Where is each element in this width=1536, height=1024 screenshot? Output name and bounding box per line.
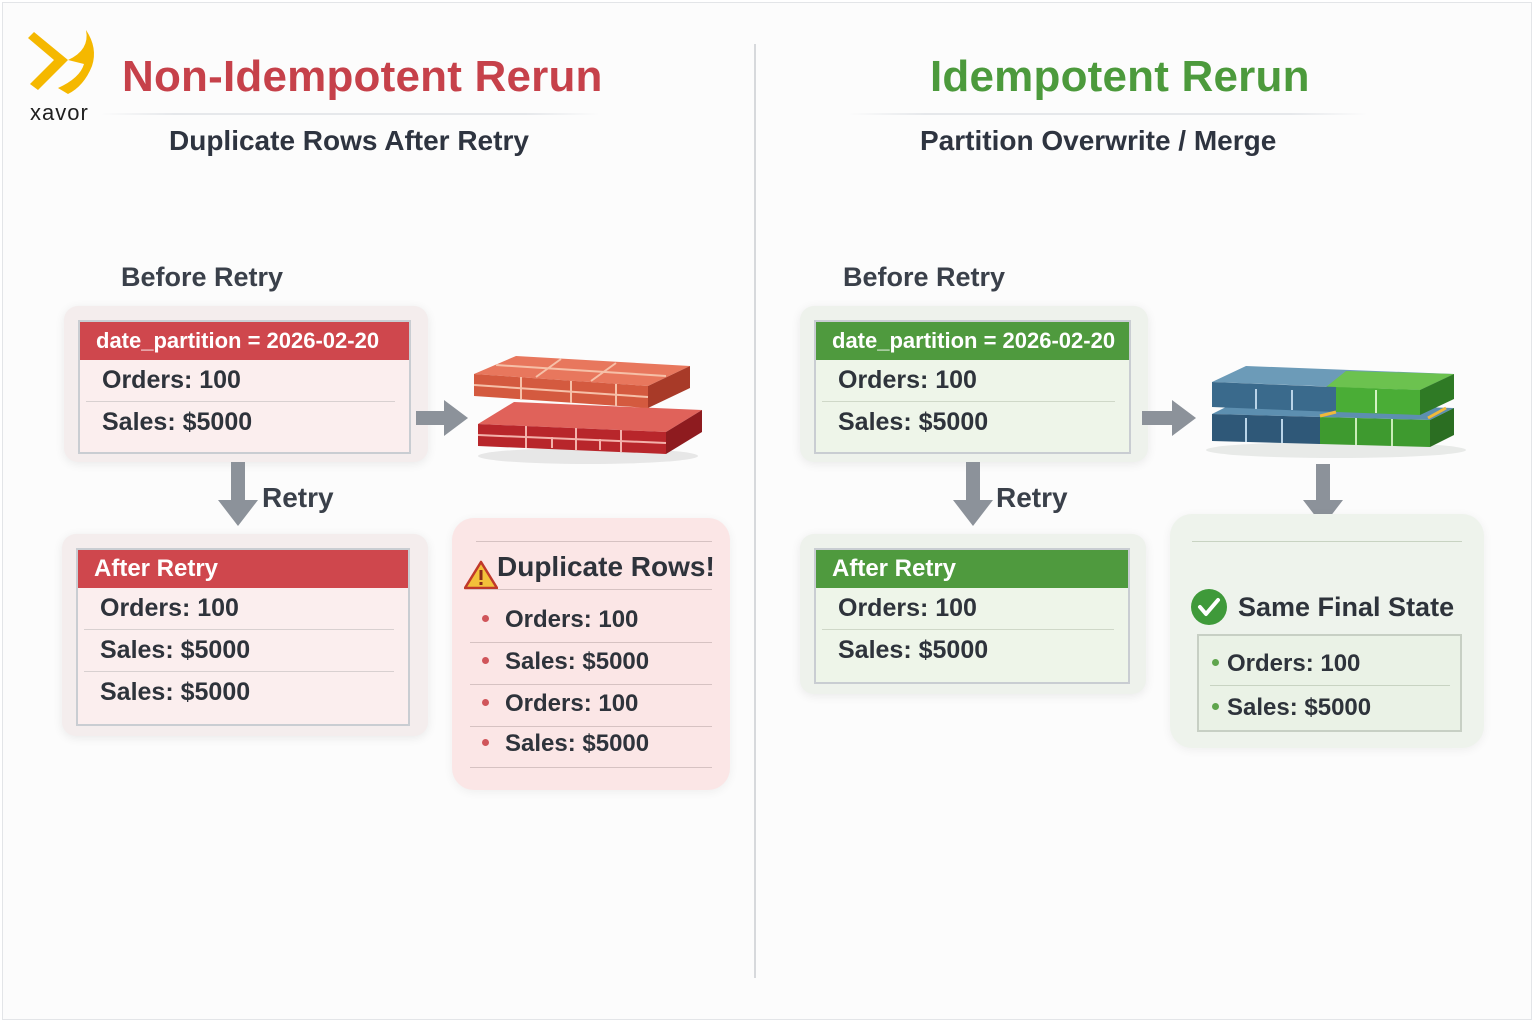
after-retry-header: After Retry xyxy=(816,550,1128,588)
panel-top-rule xyxy=(1192,541,1462,542)
duplicate-item-text: Orders: 100 xyxy=(505,690,639,717)
arrow-down-icon xyxy=(953,462,993,526)
orders-row: Orders: 100 xyxy=(822,588,1114,630)
final-state-box xyxy=(1197,634,1462,732)
left-subtitle: Duplicate Rows After Retry xyxy=(169,125,529,156)
arrow-right-icon xyxy=(1142,400,1196,436)
duplicate-bricks-icon xyxy=(473,356,702,464)
divider xyxy=(470,726,712,727)
divider xyxy=(470,684,712,685)
orders-row: Orders: 100 xyxy=(84,588,394,630)
bullet-icon xyxy=(1212,659,1219,667)
check-circle-icon xyxy=(1191,589,1227,625)
bullet-icon xyxy=(482,615,489,623)
final-state-item: Sales: $5000 xyxy=(1212,694,1371,722)
right-subtitle: Partition Overwrite / Merge xyxy=(920,125,1277,156)
duplicate-rows-title: Duplicate Rows! xyxy=(497,551,715,582)
right-title: Idempotent Rerun xyxy=(930,52,1310,101)
arrow-down-icon xyxy=(1303,464,1343,526)
xavor-logo-icon xyxy=(28,30,94,94)
bullet-icon xyxy=(482,699,489,707)
left-after-card: After Retry Orders: 100 Sales: $5000 Sal… xyxy=(76,548,410,726)
divider xyxy=(470,589,712,590)
duplicate-item-text: Orders: 100 xyxy=(505,606,639,633)
left-before-card: date_partition = 2026-02-20 Orders: 100 … xyxy=(78,320,411,454)
warning-icon xyxy=(464,560,498,590)
arrow-down-icon xyxy=(218,462,258,526)
after-retry-header: After Retry xyxy=(78,550,408,588)
partition-header: date_partition = 2026-02-20 xyxy=(80,322,409,360)
duplicate-item-text: Sales: $5000 xyxy=(505,648,650,675)
orders-row: Orders: 100 xyxy=(86,360,395,402)
partition-header: date_partition = 2026-02-20 xyxy=(816,322,1129,360)
duplicate-rows-panel xyxy=(452,518,730,790)
duplicate-item: Sales: $5000 xyxy=(482,730,649,758)
final-state-item-text: Orders: 100 xyxy=(1227,650,1361,677)
left-title: Non-Idempotent Rerun xyxy=(122,52,603,101)
duplicate-item-text: Sales: $5000 xyxy=(505,730,650,757)
sales-row: Sales: $5000 xyxy=(838,636,989,664)
same-final-state-title: Same Final State xyxy=(1238,592,1455,622)
merged-blocks-icon xyxy=(1206,366,1466,458)
sales-row-duplicate: Sales: $5000 xyxy=(100,678,251,706)
right-title-rule xyxy=(848,113,1368,115)
arrow-right-icon xyxy=(416,400,468,436)
duplicate-item: Orders: 100 xyxy=(482,606,638,634)
panel-top-rule xyxy=(476,541,712,542)
sales-row: Sales: $5000 xyxy=(102,408,253,436)
final-state-item-text: Sales: $5000 xyxy=(1227,694,1372,721)
brand-name: xavor xyxy=(30,100,89,125)
bullet-icon xyxy=(1212,703,1219,711)
sales-row: Sales: $5000 xyxy=(838,408,989,436)
divider xyxy=(1210,685,1450,686)
right-retry-label: Retry xyxy=(996,482,1068,513)
orders-row: Orders: 100 xyxy=(822,360,1115,402)
left-title-rule xyxy=(100,113,600,115)
right-before-label: Before Retry xyxy=(843,262,1006,292)
divider xyxy=(470,642,712,643)
bullet-icon xyxy=(482,739,489,747)
divider xyxy=(470,767,712,768)
right-before-card: date_partition = 2026-02-20 Orders: 100 … xyxy=(814,320,1131,454)
duplicate-item: Orders: 100 xyxy=(482,690,638,718)
center-divider xyxy=(754,44,756,978)
bullet-icon xyxy=(482,657,489,665)
sales-row: Sales: $5000 xyxy=(84,630,394,672)
right-after-card: After Retry Orders: 100 Sales: $5000 xyxy=(814,548,1130,684)
left-before-label: Before Retry xyxy=(121,262,284,292)
duplicate-item: Sales: $5000 xyxy=(482,648,649,676)
final-state-item: Orders: 100 xyxy=(1212,650,1360,678)
left-retry-label: Retry xyxy=(262,482,334,513)
